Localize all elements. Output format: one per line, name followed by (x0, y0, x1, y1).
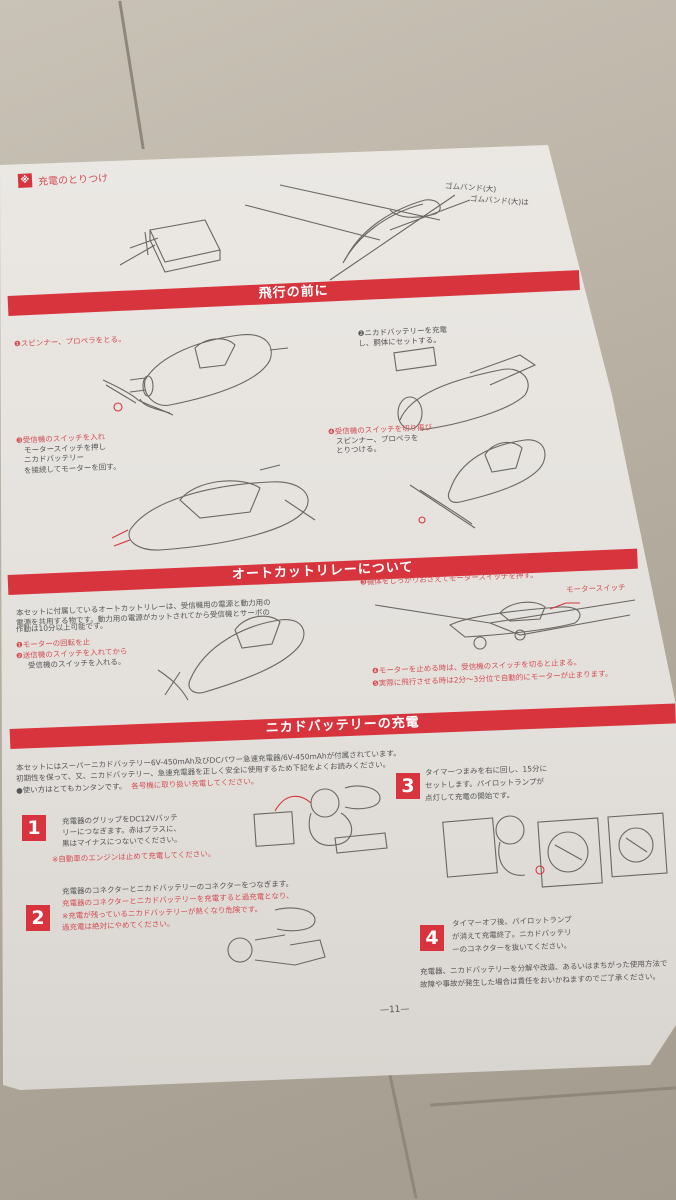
step-1-number: 1 (22, 815, 46, 841)
airplane-full-illustration (374, 599, 636, 650)
charge-intro-3: ●使い方はとてもカンタンです。 (15, 781, 127, 795)
timer-dial-illustration (442, 812, 668, 888)
before-step-4c: とりつける。 (335, 444, 382, 455)
page-number: —11— (379, 1004, 410, 1016)
step-3-number: 3 (396, 773, 420, 799)
section-marker-icon: ※ (17, 173, 33, 188)
battery-install-illustration (393, 346, 537, 431)
plane-propeller-reinstall-illustration (409, 439, 546, 529)
connector-illustration (227, 907, 326, 966)
charger-car-battery-illustration (253, 785, 388, 854)
step-4-number: 4 (420, 925, 444, 951)
step-2-number: 2 (26, 905, 50, 931)
propeller-removed-icon (102, 379, 174, 416)
plane-transmitter-illustration (157, 615, 305, 701)
plane-motor-running-illustration (111, 464, 316, 551)
receiver-antenna-illustration (119, 219, 221, 273)
wing-rubber-band-illustration (244, 184, 471, 281)
plane-nose-illustration-1 (129, 334, 289, 406)
